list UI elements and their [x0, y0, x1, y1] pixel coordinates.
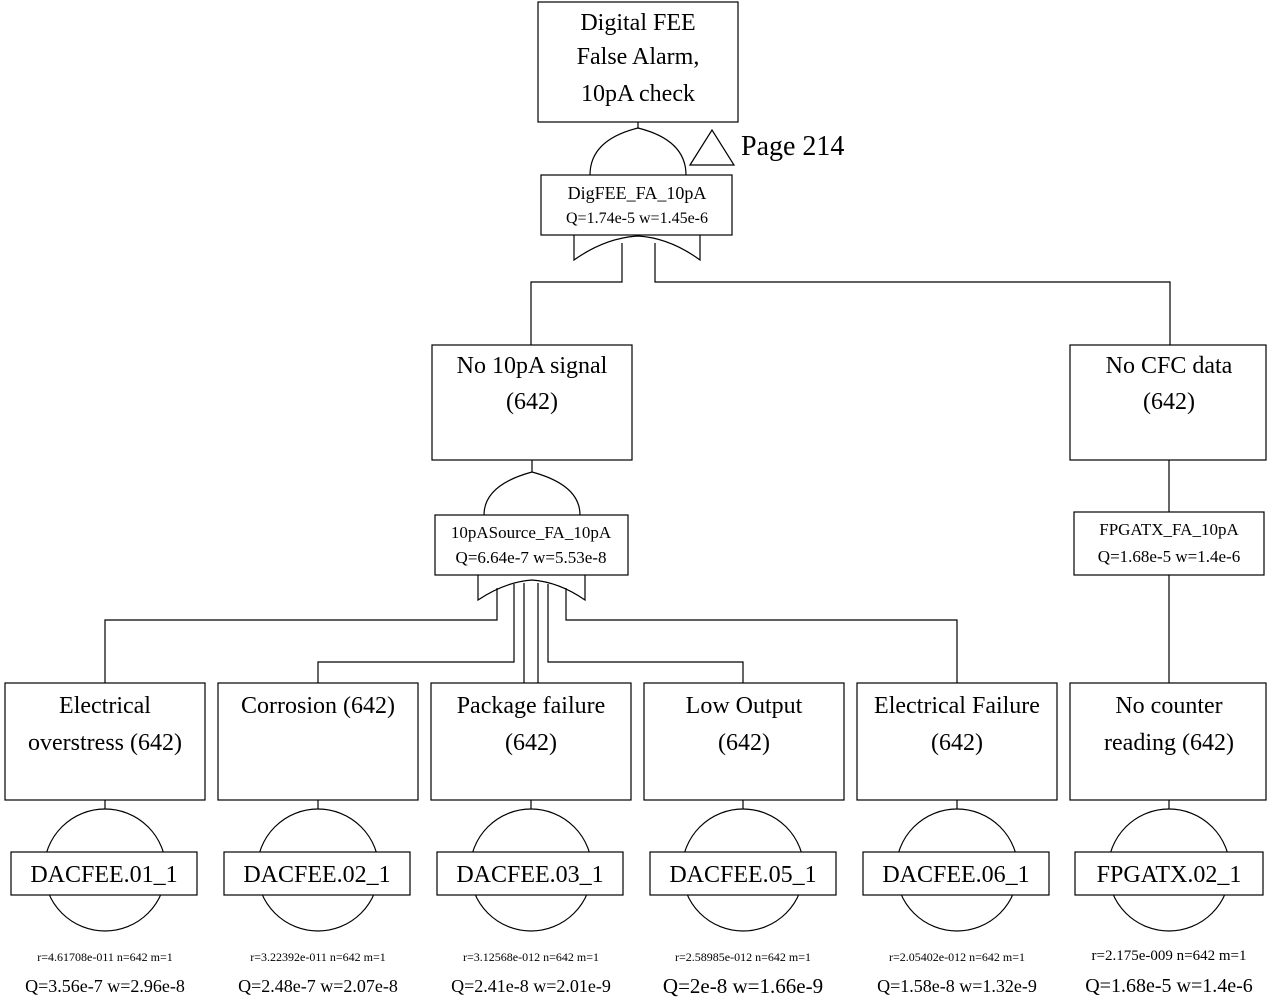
basic-event-6-title-line-1: No counter — [1115, 693, 1222, 719]
connector-top-to-right — [654, 243, 1171, 345]
basic-event-5-id: DACFEE.06_1 — [882, 862, 1029, 888]
basic-event-4[interactable]: Low Output (642) DACFEE.05_1 r=2.58985e-… — [643, 682, 845, 998]
basic-event-5-stats: Q=1.58e-8 w=1.32e-9 — [877, 976, 1037, 996]
basic-event-2[interactable]: Corrosion (642) DACFEE.02_1 r=3.22392e-0… — [217, 682, 419, 996]
basic-event-4-rate: r=2.58985e-012 n=642 m=1 — [675, 950, 811, 964]
basic-event-2-id-box — [223, 851, 411, 896]
basic-event-4-title-line-1: Low Output — [686, 693, 803, 719]
transfer-triangle[interactable]: Page 214 — [688, 128, 844, 166]
basic-event-3-stats: Q=2.41e-8 w=2.01e-9 — [451, 976, 611, 996]
basic-event-2-title-line-1: Corrosion (642) — [241, 693, 395, 719]
basic-event-3-title-line-1: Package failure — [457, 693, 606, 719]
basic-event-2-rate: r=3.22392e-011 n=642 m=1 — [250, 950, 386, 964]
basic-event-1-id-box — [10, 851, 198, 896]
right-gate-id: FPGATX_FA_10pA — [1099, 520, 1239, 539]
basic-event-5[interactable]: Electrical Failure (642) DACFEE.06_1 r=2… — [856, 682, 1058, 996]
top-or-gate-shape — [589, 127, 687, 176]
basic-event-4-title-line-2: (642) — [718, 730, 770, 756]
connector-to-be-4 — [547, 584, 744, 683]
basic-event-5-title-line-1: Electrical Failure — [874, 693, 1040, 719]
top-event-box[interactable] — [537, 1, 739, 123]
basic-event-5-box[interactable] — [856, 682, 1058, 801]
transfer-page-label: Page 214 — [741, 131, 844, 162]
basic-event-1-stats: Q=3.56e-7 w=2.96e-8 — [25, 976, 185, 996]
top-event-title-line-3: 10pA check — [581, 81, 695, 107]
basic-event-5-title-line-2: (642) — [931, 730, 983, 756]
basic-event-3[interactable]: Package failure (642) DACFEE.03_1 r=3.12… — [430, 682, 632, 996]
basic-event-3-id: DACFEE.03_1 — [456, 862, 603, 888]
basic-event-4-id: DACFEE.05_1 — [669, 862, 816, 888]
basic-event-6-id: FPGATX.02_1 — [1097, 862, 1242, 888]
basic-event-1-title-line-2: overstress (642) — [28, 730, 182, 756]
connector-to-be-1 — [104, 588, 498, 683]
intermediate-right-title-line-2: (642) — [1143, 389, 1195, 415]
right-gate-label-box — [1073, 511, 1265, 576]
basic-event-1-title-line-1: Electrical — [59, 693, 151, 719]
basic-event-3-rate: r=3.12568e-012 n=642 m=1 — [463, 950, 599, 964]
intermediate-event-left[interactable]: No 10pA signal (642) — [431, 344, 633, 461]
basic-event-3-box[interactable] — [430, 682, 632, 801]
basic-event-5-rate: r=2.05402e-012 n=642 m=1 — [889, 950, 1025, 964]
top-gate-label-box — [540, 174, 733, 236]
left-gate-id: 10pASource_FA_10pA — [451, 523, 612, 542]
basic-event-4-stats: Q=2e-8 w=1.66e-9 — [663, 974, 823, 998]
intermediate-left-title-line-1: No 10pA signal — [457, 353, 608, 379]
transfer-triangle-icon[interactable] — [688, 128, 736, 166]
top-event[interactable]: Digital FEE False Alarm, 10pA check — [537, 1, 739, 123]
intermediate-right-title-line-1: No CFC data — [1106, 353, 1233, 379]
connector-to-be-2 — [317, 584, 515, 683]
basic-event-3-title-line-2: (642) — [505, 730, 557, 756]
left-gate-label-box — [434, 514, 629, 576]
basic-event-2-id: DACFEE.02_1 — [243, 862, 390, 888]
basic-event-3-id-box — [436, 851, 624, 896]
intermediate-left-title-line-2: (642) — [506, 389, 558, 415]
basic-event-6-box[interactable] — [1069, 682, 1267, 801]
connector-to-be-5 — [565, 588, 958, 683]
left-or-gate-shape — [483, 471, 581, 516]
top-event-title-line-1: Digital FEE — [580, 10, 695, 36]
top-event-title-line-2: False Alarm, — [577, 44, 700, 70]
basic-event-1-rate: r=4.61708e-011 n=642 m=1 — [37, 950, 173, 964]
right-gate-label: FPGATX_FA_10pA Q=1.68e-5 w=1.4e-6 — [1073, 511, 1265, 576]
left-gate-stats: Q=6.64e-7 w=5.53e-8 — [456, 548, 607, 567]
top-gate-id: DigFEE_FA_10pA — [568, 183, 707, 203]
left-gate-label: 10pASource_FA_10pA Q=6.64e-7 w=5.53e-8 — [434, 514, 629, 576]
right-gate-stats: Q=1.68e-5 w=1.4e-6 — [1098, 547, 1240, 566]
intermediate-right-box[interactable] — [1069, 344, 1267, 461]
basic-event-2-box[interactable] — [217, 682, 419, 801]
basic-event-1[interactable]: Electrical overstress (642) DACFEE.01_1 … — [4, 682, 206, 996]
basic-event-4-id-box — [649, 851, 837, 896]
basic-event-6-id-box — [1074, 851, 1264, 896]
intermediate-left-box[interactable] — [431, 344, 633, 461]
connector-top-to-left — [530, 243, 623, 345]
basic-event-2-stats: Q=2.48e-7 w=2.07e-8 — [238, 976, 398, 996]
basic-event-1-id: DACFEE.01_1 — [30, 862, 177, 888]
top-gate-label: DigFEE_FA_10pA Q=1.74e-5 w=1.45e-6 — [540, 174, 733, 236]
basic-event-4-box[interactable] — [643, 682, 845, 801]
basic-event-6-stats: Q=1.68e-5 w=1.4e-6 — [1085, 975, 1253, 997]
basic-event-6-rate: r=2.175e-009 n=642 m=1 — [1092, 948, 1247, 964]
top-gate-stats: Q=1.74e-5 w=1.45e-6 — [566, 210, 708, 227]
intermediate-event-right[interactable]: No CFC data (642) — [1069, 344, 1267, 461]
top-gate-tail — [573, 235, 701, 262]
basic-event-6[interactable]: No counter reading (642) FPGATX.02_1 r=2… — [1069, 682, 1267, 997]
basic-event-6-title-line-2: reading (642) — [1104, 730, 1234, 756]
left-gate-tail — [477, 575, 586, 602]
basic-event-1-box[interactable] — [4, 682, 206, 801]
basic-event-5-id-box — [862, 851, 1050, 896]
